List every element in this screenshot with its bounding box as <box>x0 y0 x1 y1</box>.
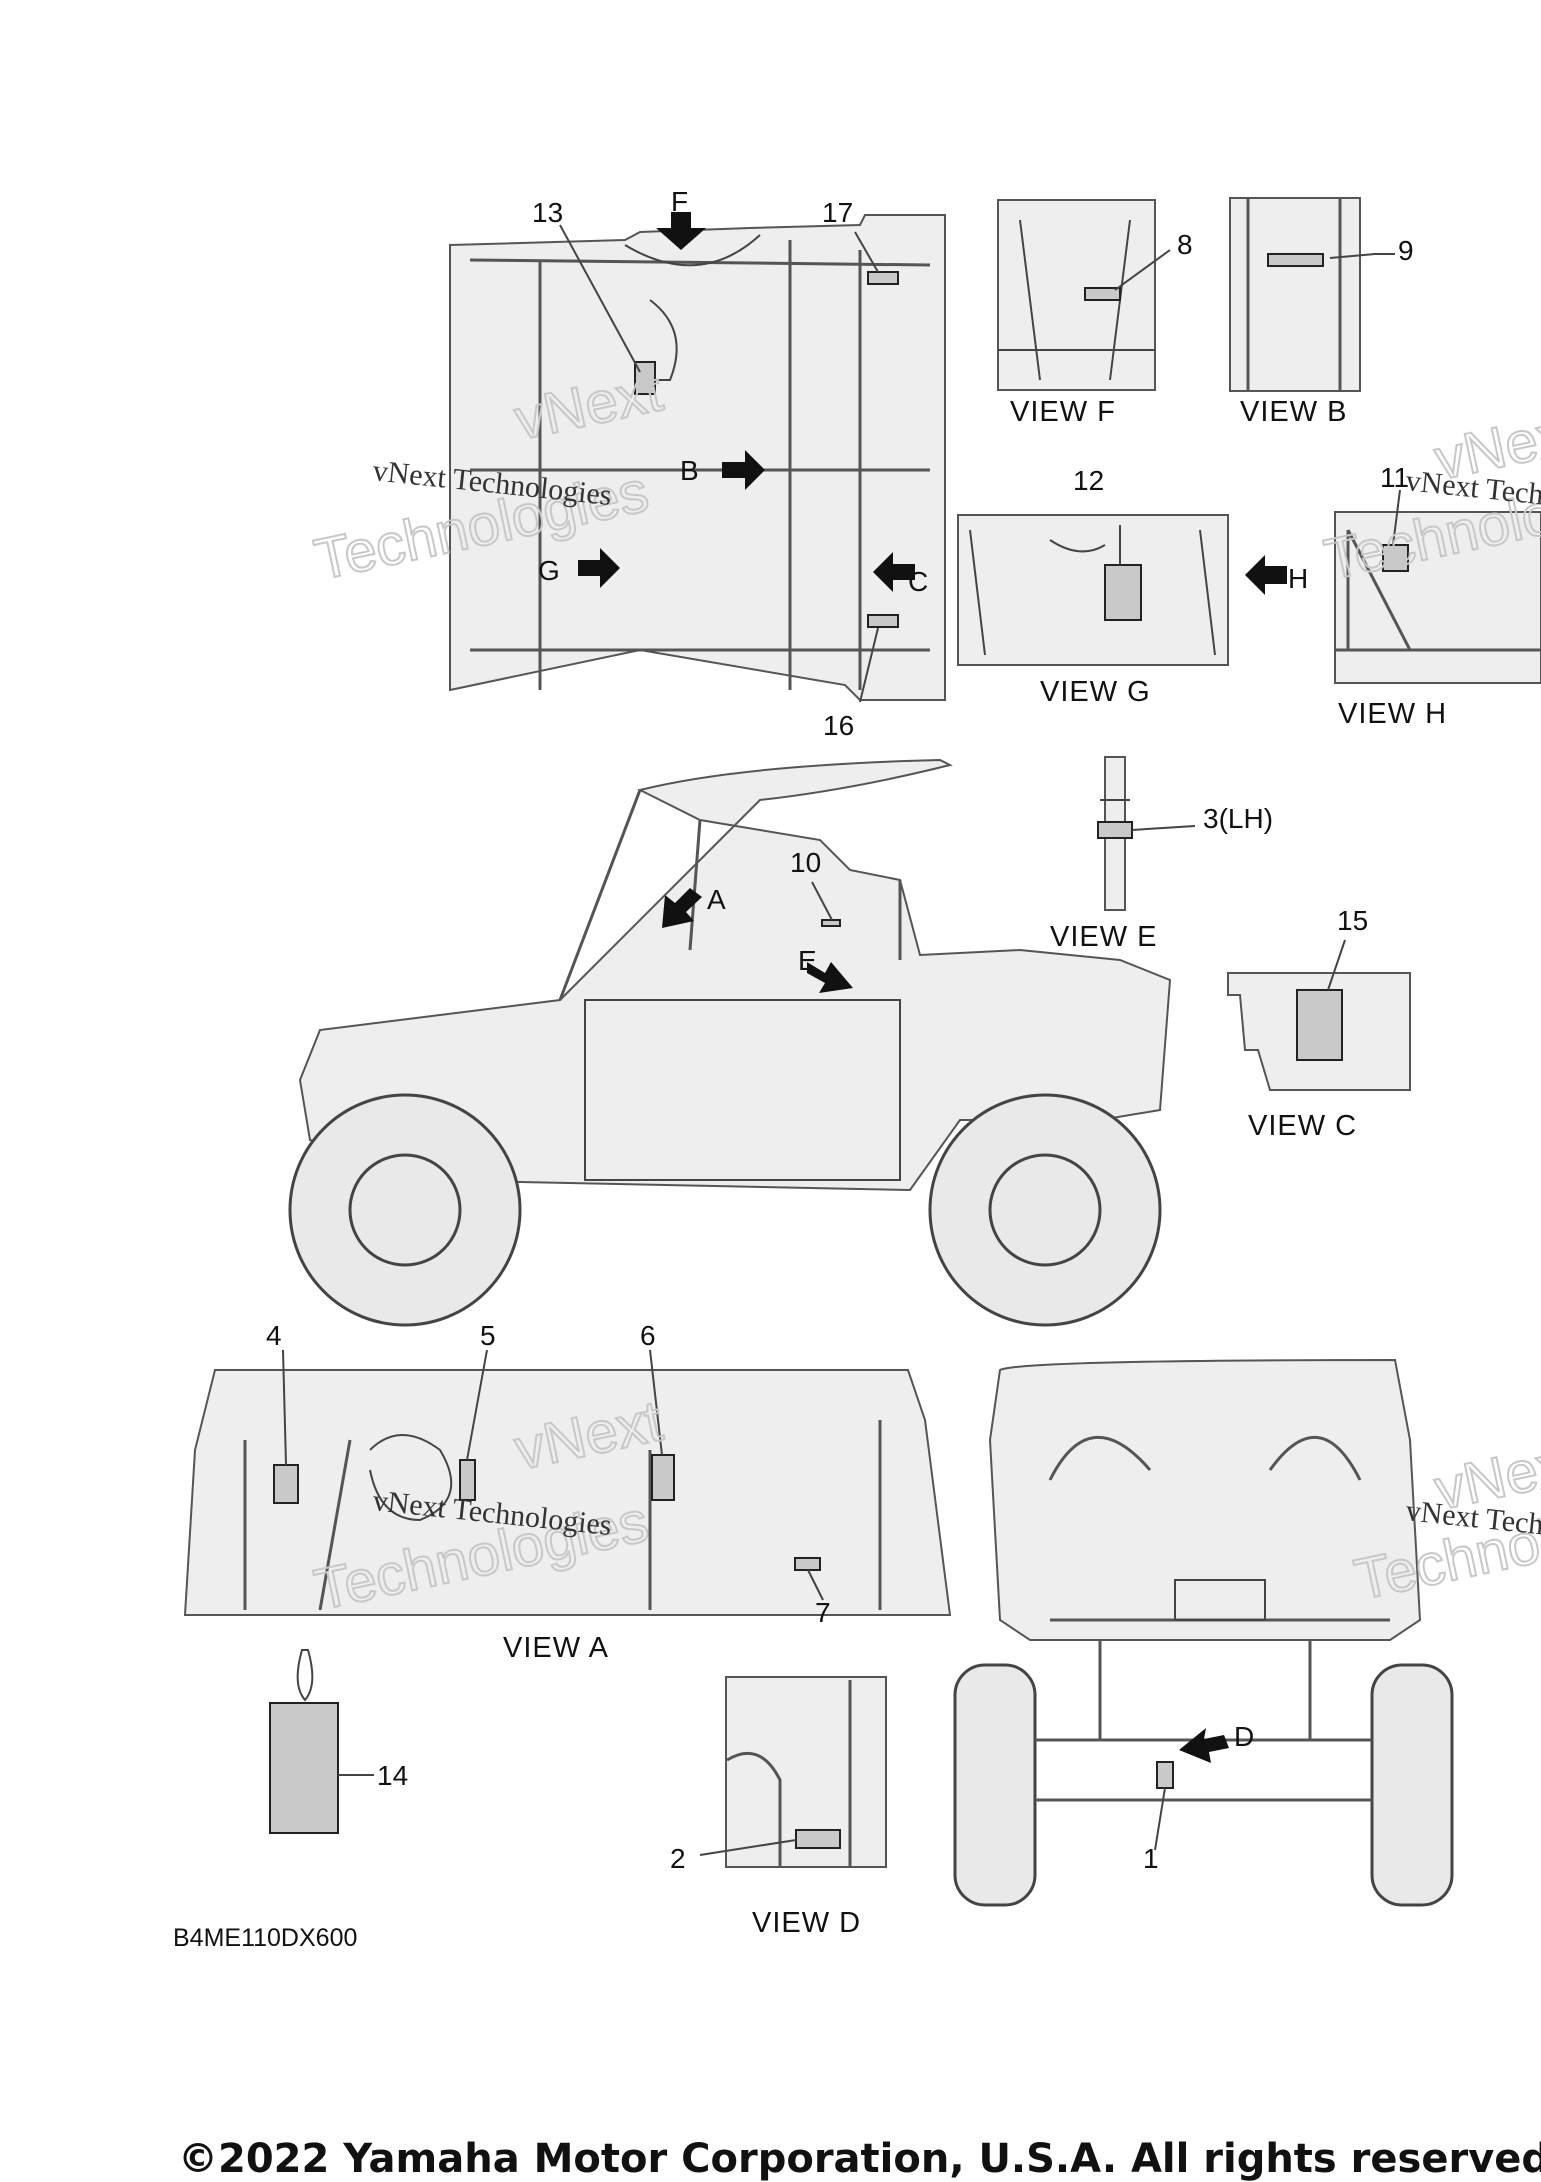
label-17 <box>867 271 899 285</box>
view-a <box>183 1369 952 1616</box>
vehicle-side-view <box>288 758 1172 1327</box>
callout-16: 16 <box>823 710 854 741</box>
view-e <box>1097 756 1133 911</box>
callout-15: 15 <box>1337 905 1368 936</box>
view-g <box>957 514 1229 666</box>
callout-11: 11 <box>1380 462 1409 493</box>
label-6 <box>651 1454 675 1501</box>
label-16 <box>867 614 899 628</box>
callout-17: 17 <box>822 197 853 228</box>
label-12 <box>1104 564 1142 621</box>
arrow-letter-g: G <box>538 555 560 586</box>
arrow-letter-h: H <box>1288 563 1308 594</box>
view-captions: VIEW F VIEW B VIEW G VIEW H VIEW E VIEW … <box>503 396 1447 1939</box>
callout-3: 3(LH) <box>1203 803 1273 834</box>
diagram-code: B4ME110DX600 <box>173 1924 357 1952</box>
arrow-letter-d: D <box>1234 1721 1254 1752</box>
view-c <box>1227 972 1411 1091</box>
label-11 <box>1382 544 1409 572</box>
callout-14: 14 <box>377 1760 408 1791</box>
view-b-caption: VIEW B <box>1240 396 1348 428</box>
arrow-h <box>1245 555 1287 595</box>
callout-numbers: 13 17 16 8 9 12 11 3(LH) 10 15 4 5 6 7 1… <box>266 197 1414 1874</box>
arrow-a <box>662 888 702 928</box>
label-1 <box>1156 1761 1174 1789</box>
callout-6: 6 <box>640 1320 656 1351</box>
arrow-g <box>578 548 620 588</box>
arrow-letter-c: C <box>908 566 928 597</box>
arrow-b <box>722 450 765 490</box>
rear-wheel <box>928 1093 1162 1327</box>
label-9 <box>1267 253 1324 267</box>
hang-tag <box>269 1649 339 1834</box>
rear-wheel-left <box>953 1663 1037 1907</box>
callout-7: 7 <box>815 1597 831 1628</box>
view-e-caption: VIEW E <box>1050 921 1158 953</box>
callout-12: 12 <box>1073 465 1104 496</box>
label-14 <box>269 1702 339 1834</box>
view-a-caption: VIEW A <box>503 1632 609 1664</box>
view-d-caption: VIEW D <box>752 1907 861 1939</box>
callout-1: 1 <box>1143 1843 1159 1874</box>
view-f-caption: VIEW F <box>1010 396 1116 428</box>
arrow-letter-b: B <box>680 455 699 486</box>
view-h-caption: VIEW H <box>1338 698 1447 730</box>
view-f <box>997 199 1156 391</box>
arrow-letters: F B G C H A E D <box>538 186 1308 1752</box>
view-b <box>1229 197 1361 392</box>
arrow-letter-e: E <box>798 945 817 976</box>
label-10 <box>821 919 841 927</box>
label-3 <box>1097 821 1133 839</box>
arrow-c <box>873 552 915 592</box>
callout-4: 4 <box>266 1320 282 1351</box>
front-wheel <box>288 1093 522 1327</box>
callout-2: 2 <box>670 1843 686 1874</box>
view-d <box>725 1676 887 1868</box>
arrow-e <box>807 962 853 993</box>
label-15 <box>1296 989 1343 1061</box>
leader-lines <box>282 224 1401 1856</box>
callout-5: 5 <box>480 1320 496 1351</box>
label-4 <box>273 1464 299 1504</box>
view-c-caption: VIEW C <box>1248 1110 1357 1142</box>
arrow-f <box>656 212 706 250</box>
callout-10: 10 <box>790 847 821 878</box>
callout-8: 8 <box>1177 229 1193 260</box>
callout-9: 9 <box>1398 235 1414 266</box>
arrow-letter-f: F <box>671 186 688 217</box>
view-g-caption: VIEW G <box>1040 676 1151 708</box>
rear-wheel-right <box>1370 1663 1454 1907</box>
copyright-notice: ©2022 Yamaha Motor Corporation, U.S.A. A… <box>178 2136 1541 2182</box>
arrow-letter-a: A <box>707 884 726 915</box>
label-7 <box>794 1557 821 1571</box>
arrow-d <box>1179 1728 1229 1763</box>
label-2 <box>795 1829 841 1849</box>
view-h <box>1334 511 1541 684</box>
direction-arrows <box>578 212 1287 1763</box>
callout-13: 13 <box>532 197 563 228</box>
label-8 <box>1084 287 1121 301</box>
vehicle-rear-view <box>953 1358 1454 1907</box>
